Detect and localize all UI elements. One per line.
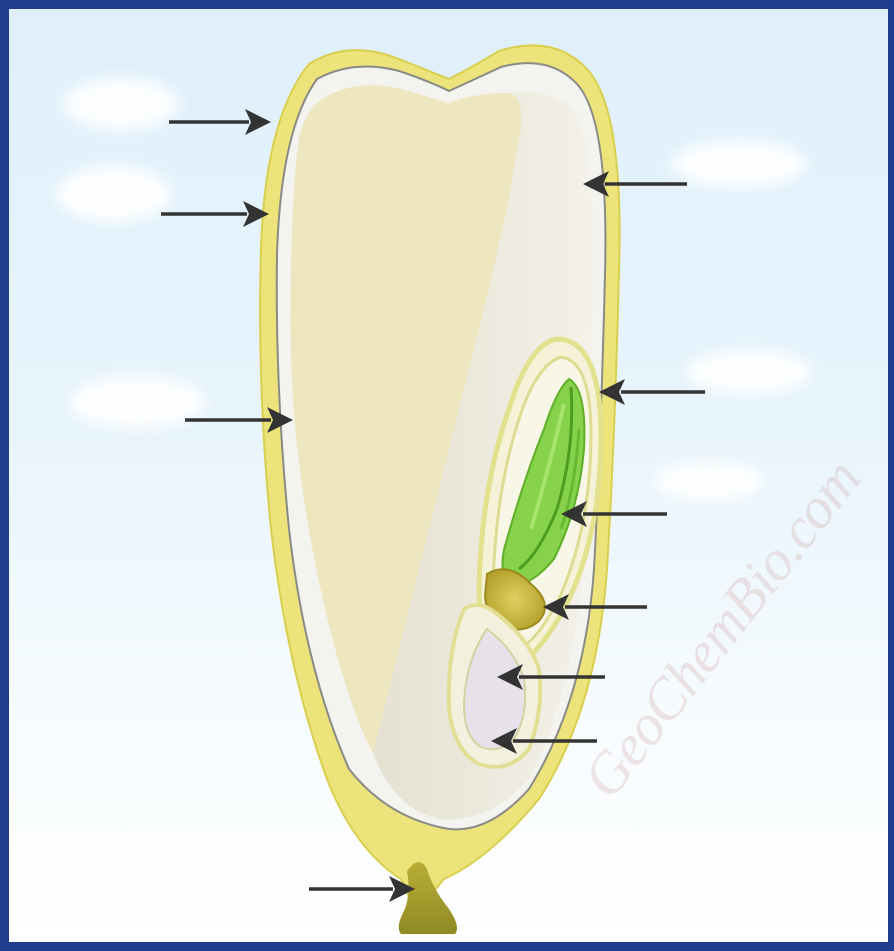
label-blank-pericarp — [63, 78, 179, 130]
label-blank-endosperm — [69, 376, 205, 428]
arrow-aleurone — [161, 201, 269, 227]
label-blank-scutellum — [671, 140, 807, 188]
label-blank-coleoptile — [687, 350, 811, 394]
corn-kernel-diagram — [9, 9, 894, 951]
arrow-tip-cap — [309, 876, 415, 902]
label-blank-aleurone — [56, 166, 172, 222]
label-blank-plumule — [654, 461, 764, 501]
arrow-pericarp — [169, 109, 271, 135]
